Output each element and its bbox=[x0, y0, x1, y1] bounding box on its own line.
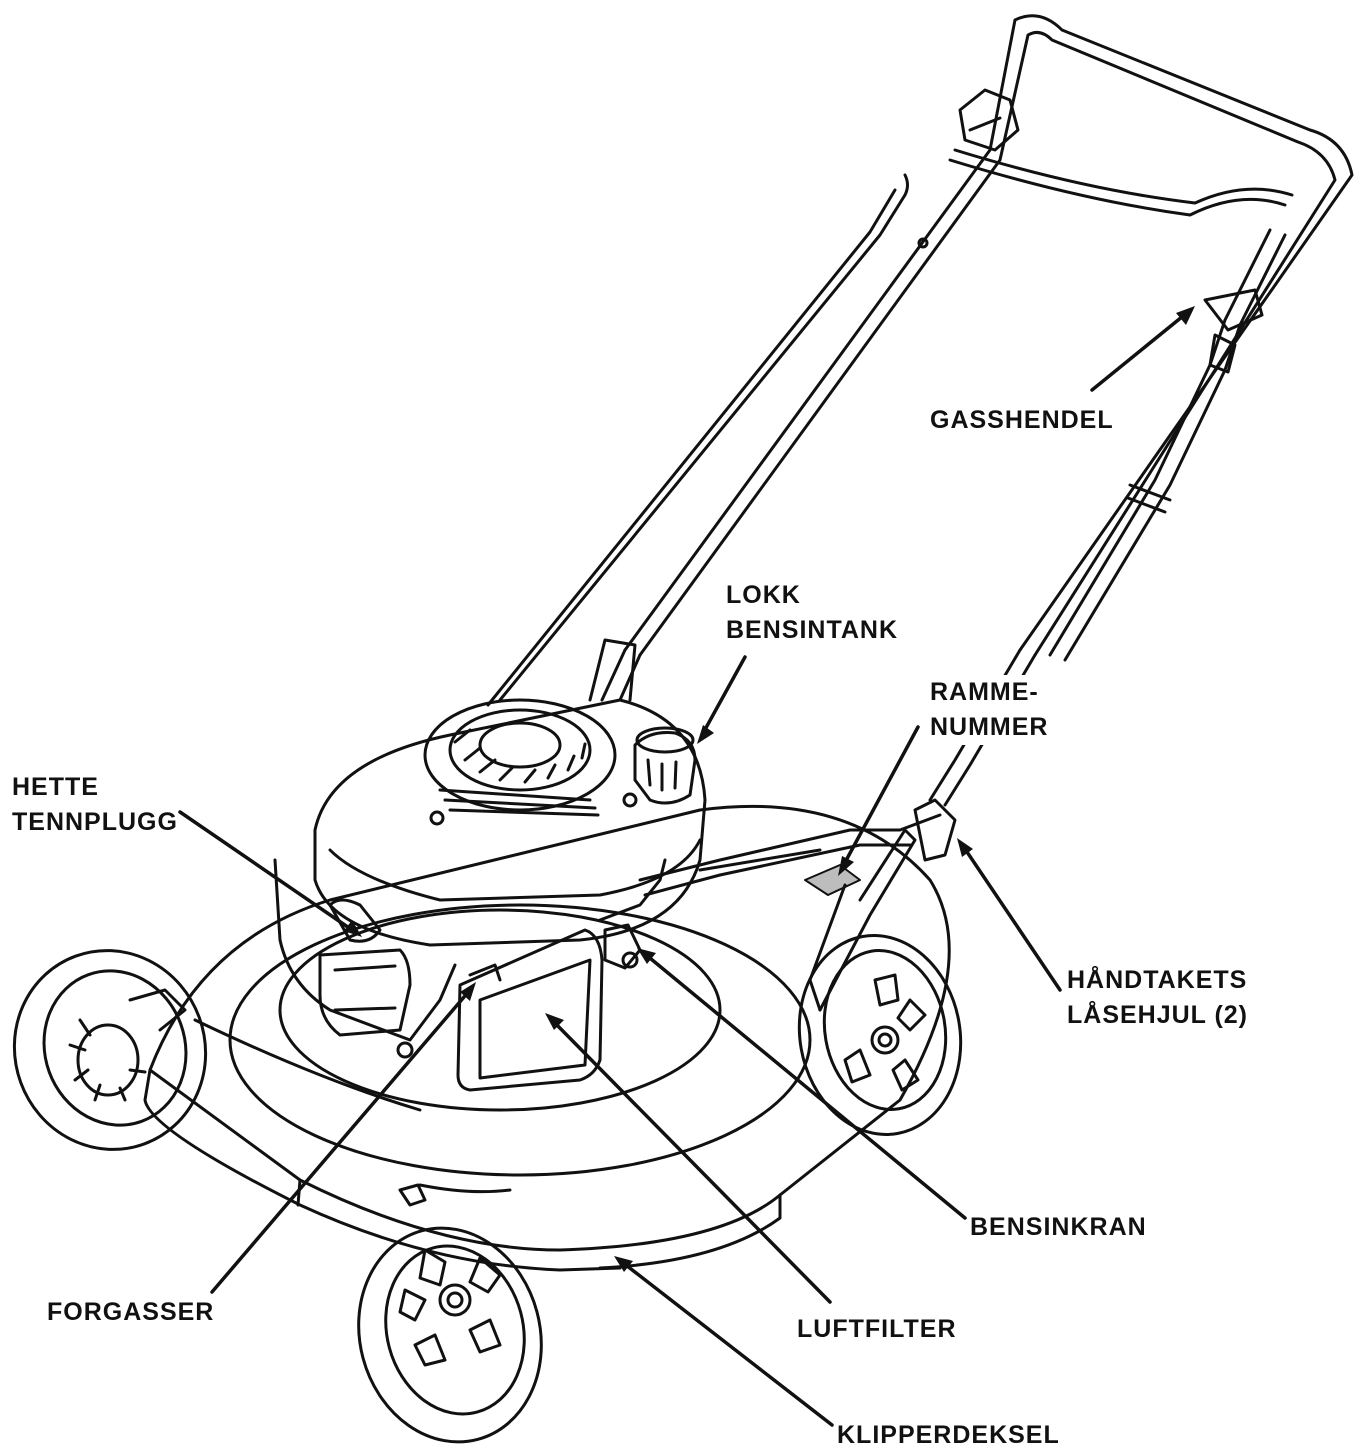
label-handtakets-lasehjul-line2: LÅSEHJUL (2) bbox=[1067, 1001, 1249, 1029]
label-klipperdeksel-line1: KLIPPERDEKSEL bbox=[837, 1421, 1060, 1449]
control-cable bbox=[486, 173, 929, 707]
label-forgasser-line1: FORGASSER bbox=[47, 1298, 215, 1326]
label-hette-tennplugg: HETTE TENNPLUGG bbox=[10, 770, 180, 840]
engine bbox=[273, 638, 942, 1092]
leader-lines bbox=[178, 306, 1195, 1427]
label-handtakets-lasehjul-line1: HÅNDTAKETS bbox=[1067, 966, 1248, 994]
label-bensinkran-line1: BENSINKRAN bbox=[970, 1213, 1147, 1241]
label-lokk-bensintank-line1: LOKK bbox=[726, 581, 801, 609]
rear-handle-lock bbox=[808, 798, 957, 1012]
label-rammenummer-line1: RAMME- bbox=[930, 678, 1039, 706]
label-lokk-bensintank-line2: BENSINTANK bbox=[726, 616, 899, 644]
label-hette-tennplugg-line2: TENNPLUGG bbox=[12, 808, 178, 836]
label-forgasser: FORGASSER bbox=[45, 1295, 217, 1330]
frame-number-plate bbox=[804, 864, 861, 896]
label-rammenummer: RAMME- NUMMER bbox=[928, 675, 1051, 745]
front-left-wheel bbox=[12, 949, 208, 1151]
label-luftfilter: LUFTFILTER bbox=[795, 1312, 959, 1347]
label-lokk-bensintank: LOKK BENSINTANK bbox=[724, 578, 901, 648]
label-klipperdeksel: KLIPPERDEKSEL bbox=[835, 1418, 1062, 1453]
rear-right-wheel bbox=[797, 934, 963, 1136]
label-rammenummer-line2: NUMMER bbox=[930, 713, 1049, 741]
label-bensinkran: BENSINKRAN bbox=[968, 1210, 1149, 1245]
label-gasshendel: GASSHENDEL bbox=[928, 403, 1116, 438]
label-gasshendel-line1: GASSHENDEL bbox=[930, 406, 1114, 434]
label-handtakets-lasehjul: HÅNDTAKETS LÅSEHJUL (2) bbox=[1065, 963, 1251, 1033]
throttle-cable-and-lever bbox=[948, 148, 1294, 662]
label-luftfilter-line1: LUFTFILTER bbox=[797, 1315, 957, 1343]
front-right-wheel bbox=[357, 1226, 543, 1444]
label-hette-tennplugg-line1: HETTE bbox=[12, 773, 99, 801]
